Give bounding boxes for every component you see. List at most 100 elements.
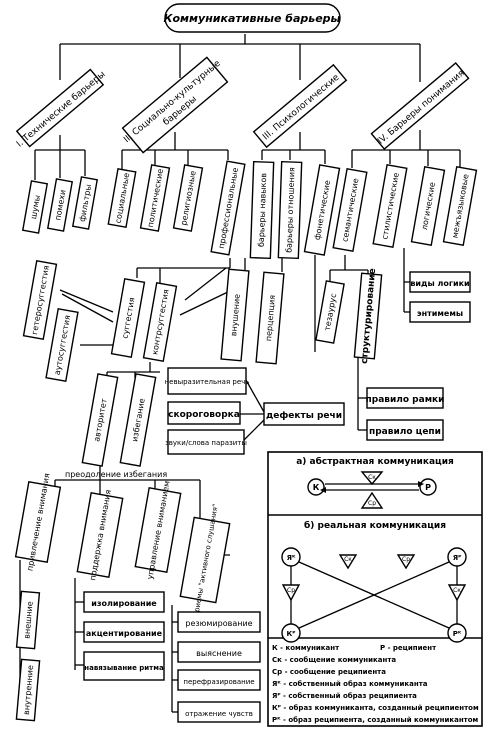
authority-node: авторитет: [81, 373, 119, 467]
tech-item-noise: шумы: [21, 180, 49, 234]
summarizing-node: резюмирование: [177, 611, 261, 633]
manage-attention-frame: [134, 487, 182, 573]
chain-rule-node: правило цепи: [366, 419, 444, 441]
abstract-r-node: [419, 478, 437, 496]
summarizing-label: резюмирование: [185, 619, 252, 628]
legend-item-r: Р - реципиент: [380, 644, 437, 652]
clarifying-label: выяснение: [196, 649, 242, 658]
fillers-frame: [167, 429, 245, 455]
suggestion-frame: [110, 278, 146, 358]
legend-item-sk: Ск - сообщение коммуниканта: [272, 656, 396, 664]
external-node: внешние: [15, 590, 41, 650]
understanding-item-interlingual-frame: [442, 166, 478, 246]
logic-types-frame: [409, 271, 471, 293]
title-node: Коммуникативные барьеры: [164, 3, 341, 33]
tongue-twister-label: скороговорка: [168, 410, 240, 420]
speech-defects-node: дефекты речи: [263, 402, 345, 426]
overcoming-avoidance-label: преодоление избегания: [65, 470, 167, 479]
social-item-religious: религиозные: [172, 164, 204, 232]
avoidance-frame: [119, 373, 157, 467]
social-item-political: политические: [139, 164, 171, 232]
clarifying-frame: [177, 641, 261, 663]
reflecting-node: отражение чувств: [177, 701, 261, 723]
tongue-twister-frame: [167, 401, 241, 425]
abstract-sr-triangle: [360, 491, 384, 509]
unexpressive-speech-node: невыразительная речь: [165, 367, 250, 395]
real-sr-triangle: [396, 554, 416, 570]
accenting-label: акцентирование: [86, 629, 163, 638]
category-understanding-label: IV. Барьеры понимания: [376, 68, 467, 146]
abstract-sk-triangle: [360, 471, 384, 486]
internal-frame: [15, 658, 41, 722]
abstract-sr-label: Ср: [368, 500, 376, 507]
legend-item-sr: Ср - сообщение реципиента: [272, 668, 386, 676]
understanding-item-semantic: семантические: [332, 168, 368, 252]
accenting-node: акцентирование: [83, 621, 165, 643]
summarizing-frame: [177, 611, 261, 633]
abstract-sk-label: Ск: [368, 474, 376, 481]
heterosuggestion-frame: [22, 260, 58, 340]
real-panel-title: б) реальная коммуникация: [304, 520, 446, 531]
real-sk-label-right: Ск: [453, 587, 461, 594]
real-sk-label: Ск: [344, 556, 352, 563]
logic-types-node: виды логики: [409, 271, 471, 293]
social-item-political-frame: [139, 164, 171, 232]
rhythm-frame: [83, 651, 165, 681]
unexpressive-speech-label: невыразительная речь: [165, 378, 250, 386]
category-social-label-1: II. Социально-культурные: [122, 58, 223, 145]
paraphrasing-label: перефразирование: [183, 678, 254, 686]
legend-item-k: К - коммуникант: [272, 644, 340, 652]
understanding-item-logical: логические: [410, 166, 446, 246]
psych-item-relation-label: барьеры отношения: [285, 167, 297, 253]
autosuggestion-frame: [45, 307, 79, 383]
heterosuggestion-node: гетеросуггестия: [22, 260, 58, 340]
clarifying-node: выяснение: [177, 641, 261, 663]
title-text: Коммуникативные барьеры: [164, 12, 341, 25]
psych-item-relation-frame: [277, 160, 303, 260]
enthymemes-node: энтимемы: [409, 301, 471, 323]
speech-defects-frame: [263, 402, 345, 426]
authority-frame: [81, 373, 119, 467]
frame-rule-frame: [366, 387, 444, 409]
isolation-label: изолирование: [91, 599, 157, 608]
real-sr-label-left: Ср: [287, 587, 295, 594]
psych-item-relation: барьеры отношения: [277, 160, 303, 260]
contrasuggestion-node: контрсуггестия: [142, 282, 178, 362]
active-listening-node: приемы "активного слушания": [179, 503, 231, 617]
real-rk-label: Рᴷ: [453, 630, 462, 638]
tech-item-filters: фильтры: [71, 176, 99, 230]
inspiration-frame: [220, 268, 250, 362]
connector-lines: [19, 34, 461, 713]
internal-label: внутренние: [22, 665, 35, 716]
reflecting-label: отражение чувств: [185, 710, 253, 718]
abstract-panel-title: а) абстрактная коммуникация: [296, 456, 454, 467]
tech-item-noise-label: шумы: [29, 194, 42, 220]
category-social-frame: [121, 56, 229, 154]
tech-item-noise-frame: [21, 180, 49, 234]
abstract-k-node: [307, 478, 325, 496]
perception-node: перцепция: [255, 271, 285, 365]
enthymemes-label: энтимемы: [417, 309, 463, 318]
rhythm-node: навязывание ритма: [83, 651, 165, 681]
structuring-node: структурирование: [353, 268, 383, 364]
paraphrasing-node: перефразирование: [177, 669, 261, 691]
social-item-social-frame: [107, 168, 137, 228]
manage-attention-node: управление вниманием: [134, 480, 182, 580]
real-yk-label: Яᴷ: [287, 554, 296, 562]
maintain-attention-node: поддержка внимания: [76, 489, 124, 581]
structuring-frame: [353, 272, 383, 360]
isolation-node: изолирование: [83, 591, 165, 613]
category-psychological-label: III. Психологические: [261, 72, 342, 142]
internal-node: внутренние: [15, 658, 41, 722]
psych-item-phonetic-frame: [303, 164, 341, 256]
legend-item-yk: Яᴷ - собственный образ коммуниканта: [272, 680, 428, 688]
psych-item-skills-label: барьеры навыков: [257, 173, 269, 248]
chain-rule-frame: [366, 419, 444, 441]
unexpressive-speech-frame: [167, 367, 247, 395]
real-sk-triangle-right: [447, 584, 467, 602]
category-understanding-frame: [370, 62, 470, 150]
attraction-frame: [14, 480, 62, 564]
category-technical-label: I. Технические барьеры: [15, 70, 108, 150]
contrasuggestion-frame: [142, 282, 178, 362]
